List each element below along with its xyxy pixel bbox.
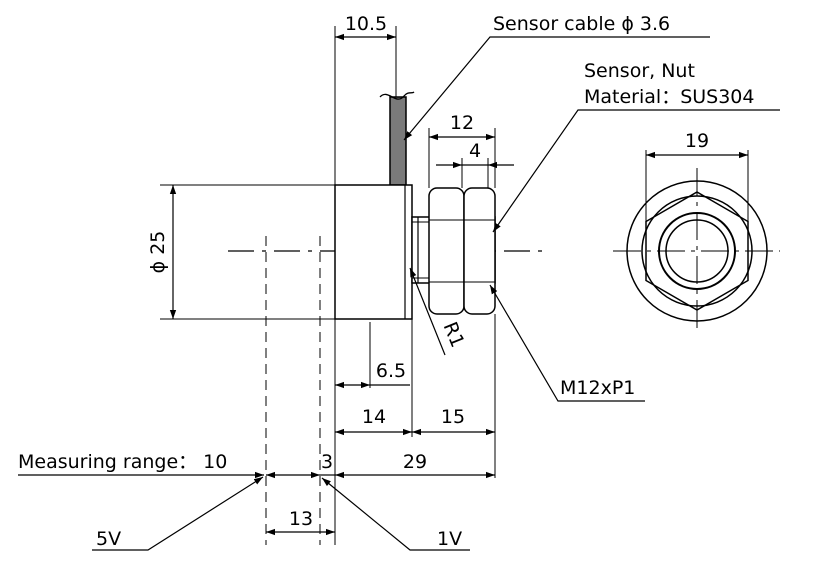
material-label: Material：SUS304 <box>584 86 754 108</box>
dim-10-5: 10.5 <box>345 13 387 35</box>
labels: Sensor cable ϕ 3.6 Sensor, Nut Material：… <box>18 13 754 550</box>
dim-4: 4 <box>469 140 481 162</box>
dim-15: 15 <box>441 406 465 428</box>
thread-label: M12xP1 <box>560 377 635 399</box>
outer-circle <box>626 180 768 322</box>
thread-outer-circle <box>658 212 736 290</box>
nut-1 <box>428 187 465 315</box>
dim-r1: R1 <box>439 319 469 351</box>
dimension-lines <box>169 33 514 536</box>
cable-label: Sensor cable ϕ 3.6 <box>493 13 670 35</box>
sensor-nut-label: Sensor, Nut <box>584 60 695 82</box>
extension-lines <box>160 26 496 545</box>
nut-chamfer-circle <box>641 195 753 307</box>
dim-29: 29 <box>403 451 427 473</box>
dim-19: 19 <box>685 130 709 152</box>
dim-13: 13 <box>289 508 313 530</box>
end-view <box>613 150 780 334</box>
label-1v: 1V <box>437 528 462 550</box>
label-5v: 5V <box>96 528 121 550</box>
dim-3: 3 <box>321 451 333 473</box>
leader-lines <box>18 36 780 551</box>
dim-14: 14 <box>362 406 386 428</box>
measuring-range-label: Measuring range： 10 <box>18 451 227 473</box>
thread-inner-circle <box>665 219 729 283</box>
dim-12: 12 <box>450 112 474 134</box>
dim-phi25: ϕ 25 <box>147 231 169 274</box>
sensor-body <box>334 184 413 320</box>
nut-2 <box>463 187 496 315</box>
dim-6-5: 6.5 <box>376 360 406 382</box>
side-view <box>18 26 780 551</box>
sensor-cable <box>379 91 415 186</box>
hex-nut-outline <box>645 191 749 311</box>
